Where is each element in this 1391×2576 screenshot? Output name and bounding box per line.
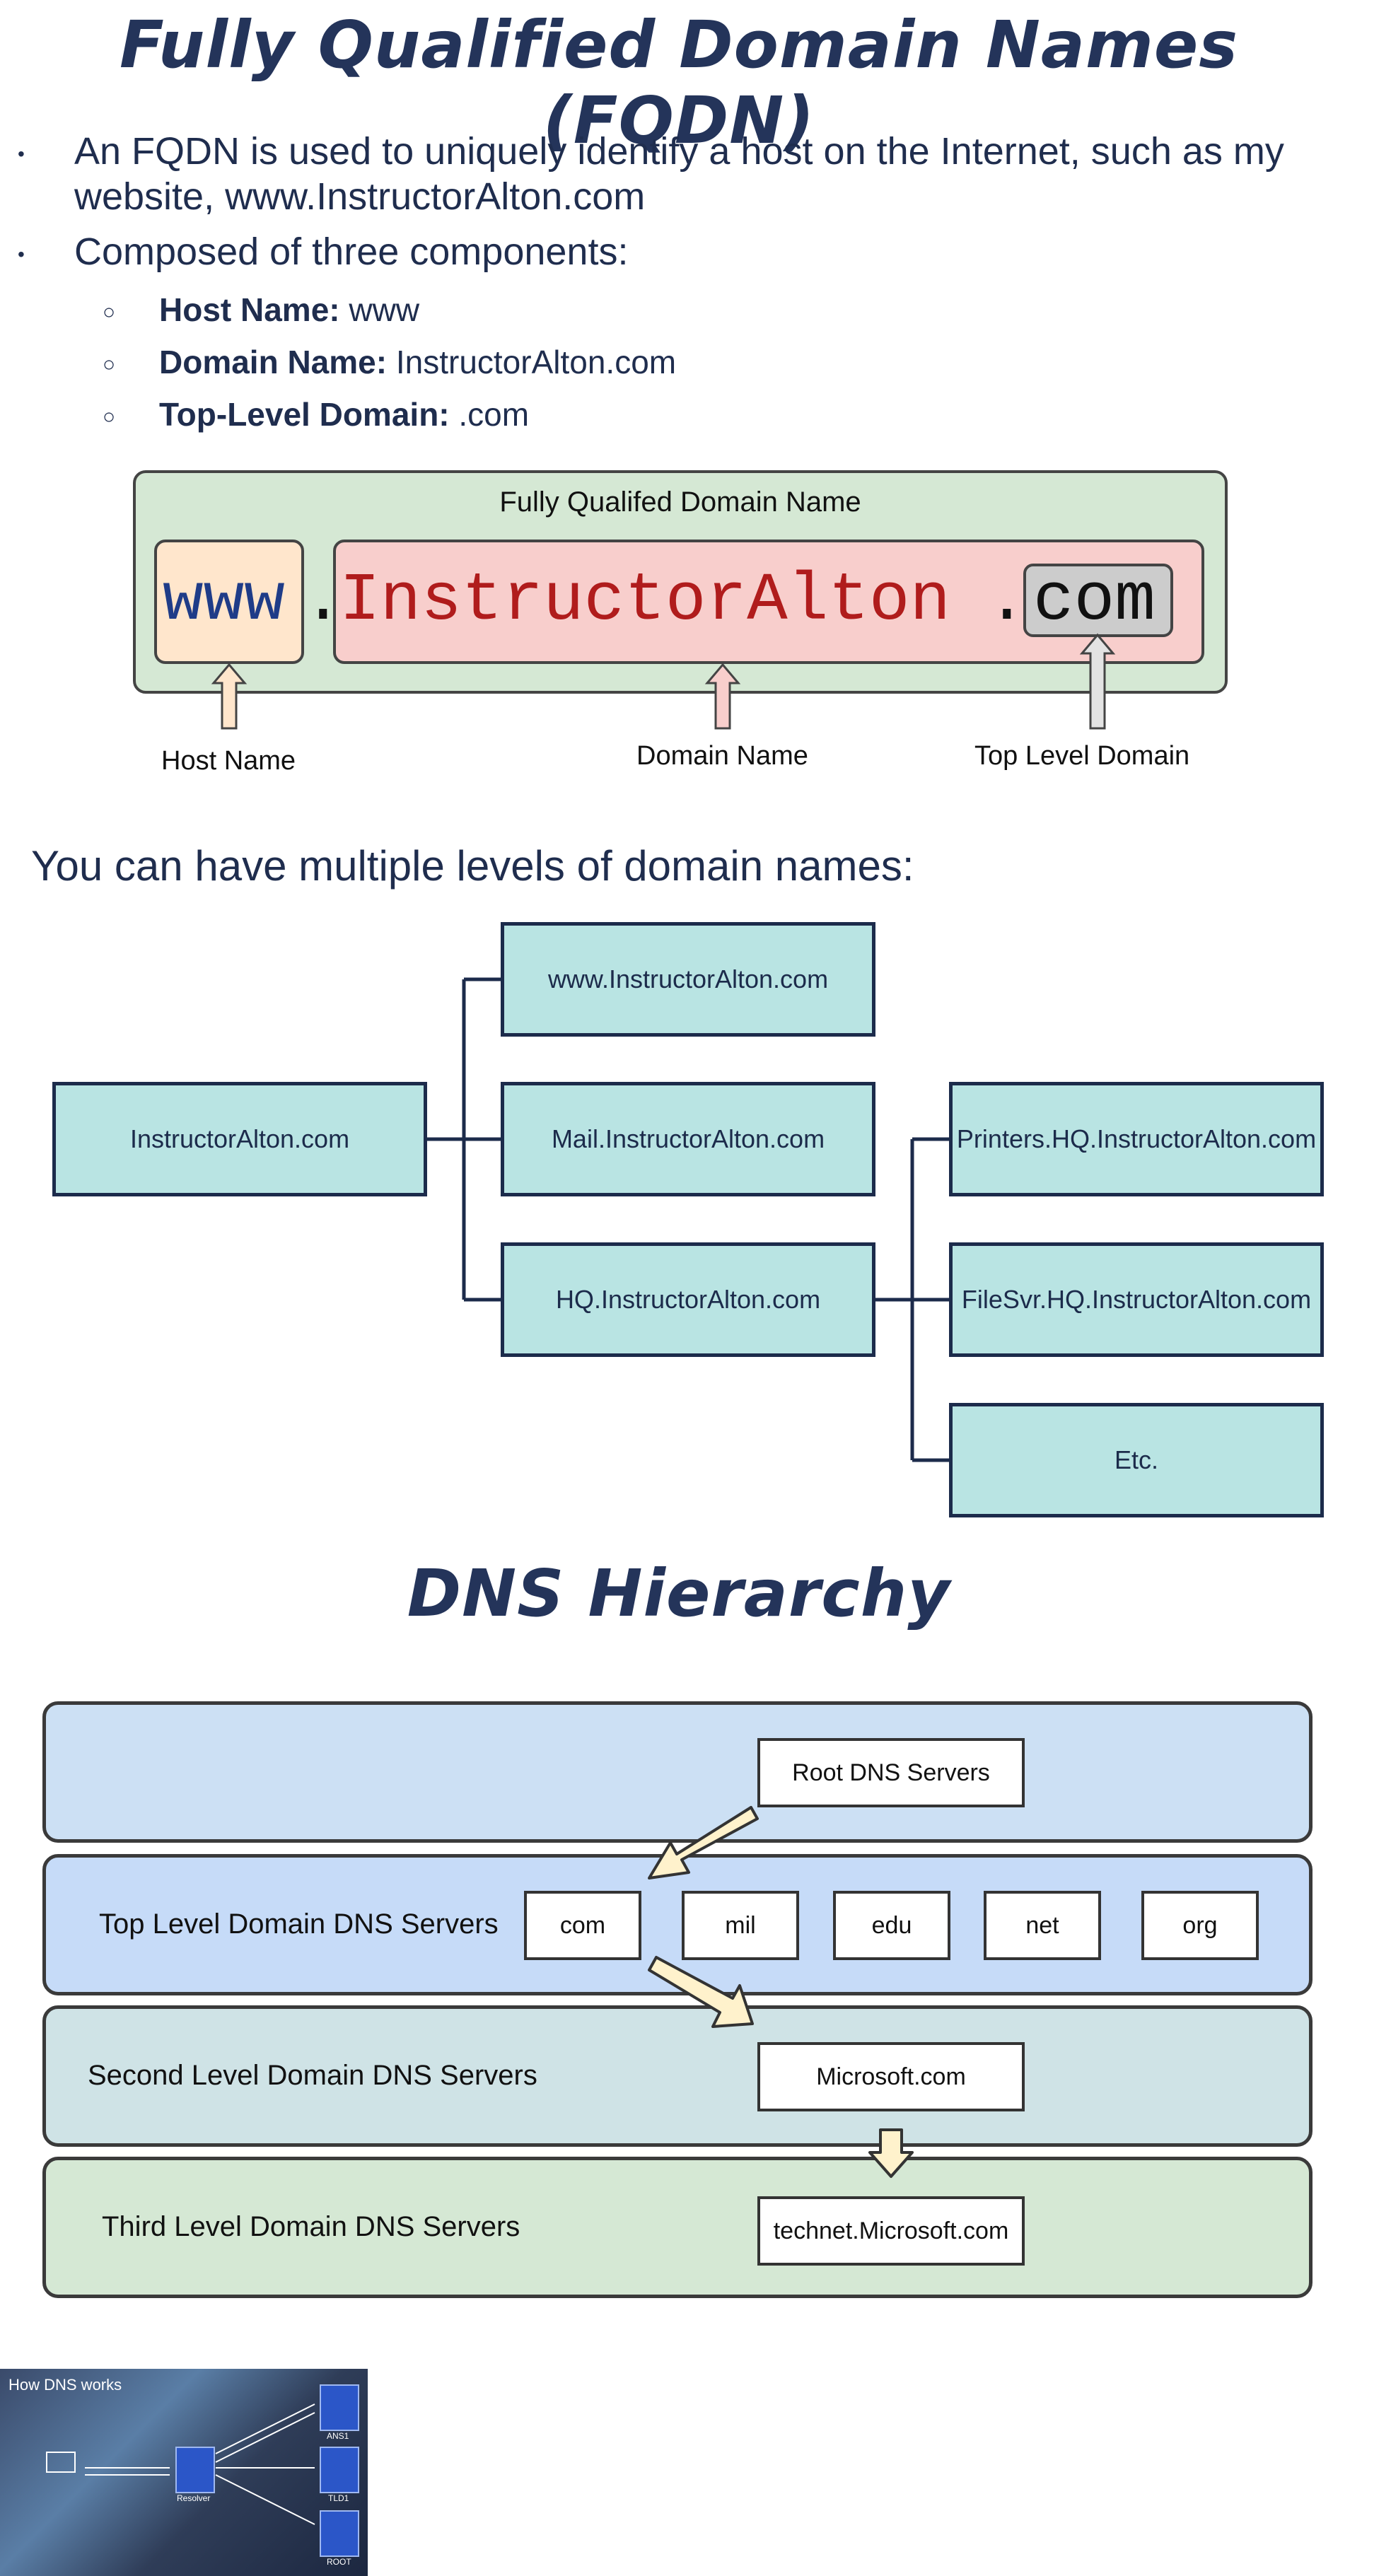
fqdn-arrows: [211, 633, 1116, 730]
dot-separator: .: [303, 562, 344, 639]
multi-level-heading: You can have multiple levels of domain n…: [31, 842, 914, 890]
tld-arrow-icon: [1079, 633, 1116, 730]
thumbnail-lines: [46, 2403, 315, 2525]
component-value: InstructorAlton.com: [387, 344, 677, 380]
second-to-third-arrow-icon: [868, 2128, 914, 2178]
tree-node-etc: Etc.: [949, 1403, 1324, 1517]
component-item-domain: ○ Domain Name: InstructorAlton.com: [103, 342, 676, 385]
host-arrow-icon: [211, 663, 248, 730]
circle-bullet-icon: ○: [103, 404, 116, 429]
third-level-band-label: Third Level Domain DNS Servers: [102, 2211, 520, 2242]
thumbnail-label: Resolver: [177, 2493, 211, 2503]
host-name-text: www: [163, 562, 285, 639]
dns-hierarchy-title: DNS Hierarchy: [407, 1556, 951, 1631]
server-icon: [320, 2510, 359, 2557]
domain-name-text: InstructorAlton: [339, 562, 951, 639]
tld-text: com: [1033, 562, 1156, 639]
tld-server-net: net: [984, 1891, 1101, 1960]
tree-connectors: [427, 977, 949, 1462]
bullet-item: • An FQDN is used to uniquely identify a …: [18, 129, 1361, 219]
component-value: .com: [449, 396, 530, 433]
laptop-icon: [46, 2452, 76, 2473]
bullet-text: Composed of three components:: [74, 231, 629, 273]
bullet-dot-icon: •: [18, 243, 25, 265]
tree-node-mail: Mail.InstructorAlton.com: [501, 1082, 875, 1196]
thumbnail-label: TLD1: [328, 2493, 349, 2503]
root-server-box: Root DNS Servers: [757, 1738, 1025, 1807]
circle-bullet-icon: ○: [103, 352, 116, 376]
page-title: Fully Qualified Domain Names (FQDN): [120, 7, 1238, 158]
tld-server-com: com: [524, 1891, 641, 1960]
server-icon: [320, 2447, 359, 2493]
second-level-band: [42, 2005, 1313, 2147]
tld-server-org: org: [1141, 1891, 1259, 1960]
tree-node-hq: HQ.InstructorAlton.com: [501, 1242, 875, 1357]
component-item-tld: ○ Top-Level Domain: .com: [103, 395, 529, 437]
tld-server-edu: edu: [833, 1891, 950, 1960]
component-label: Host Name:: [159, 291, 340, 328]
root-band: [42, 1701, 1313, 1843]
domain-name-caption: Domain Name: [636, 741, 808, 771]
component-value: www: [339, 291, 420, 328]
host-name-caption: Host Name: [161, 746, 296, 776]
domain-arrow-icon: [704, 663, 741, 730]
root-to-tld-arrow-icon: [648, 1806, 759, 1879]
bullet-text: An FQDN is used to uniquely identify a h…: [74, 130, 1284, 218]
thumbnail-title: How DNS works: [8, 2376, 122, 2394]
tld-server-mil: mil: [682, 1891, 799, 1960]
second-level-server-box: Microsoft.com: [757, 2042, 1025, 2111]
tree-node-printers: Printers.HQ.InstructorAlton.com: [949, 1082, 1324, 1196]
third-level-band: [42, 2157, 1313, 2298]
tree-node-root: InstructorAlton.com: [52, 1082, 427, 1196]
server-icon: [175, 2447, 215, 2493]
fqdn-diagram-label: Fully Qualifed Domain Name: [499, 486, 861, 518]
circle-bullet-icon: ○: [103, 300, 116, 324]
thumbnail-label: ANS1: [327, 2431, 349, 2441]
bullet-dot-icon: •: [18, 142, 25, 165]
tld-caption: Top Level Domain: [974, 741, 1190, 771]
host-name-box: [154, 540, 304, 664]
third-level-server-box: technet.Microsoft.com: [757, 2196, 1025, 2266]
tree-node-www: www.InstructorAlton.com: [501, 922, 875, 1037]
tld-band-label: Top Level Domain DNS Servers: [99, 1908, 499, 1940]
component-label: Domain Name:: [159, 344, 388, 380]
how-dns-works-thumbnail: How DNS works ANS1 TLD1 ROOT Resolver: [0, 2369, 368, 2576]
tld-to-second-arrow-icon: [648, 1956, 754, 2028]
component-label: Top-Level Domain:: [159, 396, 450, 433]
server-icon: [320, 2384, 359, 2431]
component-item-host: ○ Host Name: www: [103, 290, 419, 332]
tld-box: [1023, 564, 1173, 637]
dns-arrows: [648, 1806, 914, 2178]
dot-separator: .: [986, 562, 1028, 639]
thumbnail-label: ROOT: [327, 2557, 351, 2567]
tree-node-filesvr: FileSvr.HQ.InstructorAlton.com: [949, 1242, 1324, 1357]
second-level-band-label: Second Level Domain DNS Servers: [88, 2060, 537, 2091]
bullet-item: • Composed of three components:: [18, 229, 1361, 277]
